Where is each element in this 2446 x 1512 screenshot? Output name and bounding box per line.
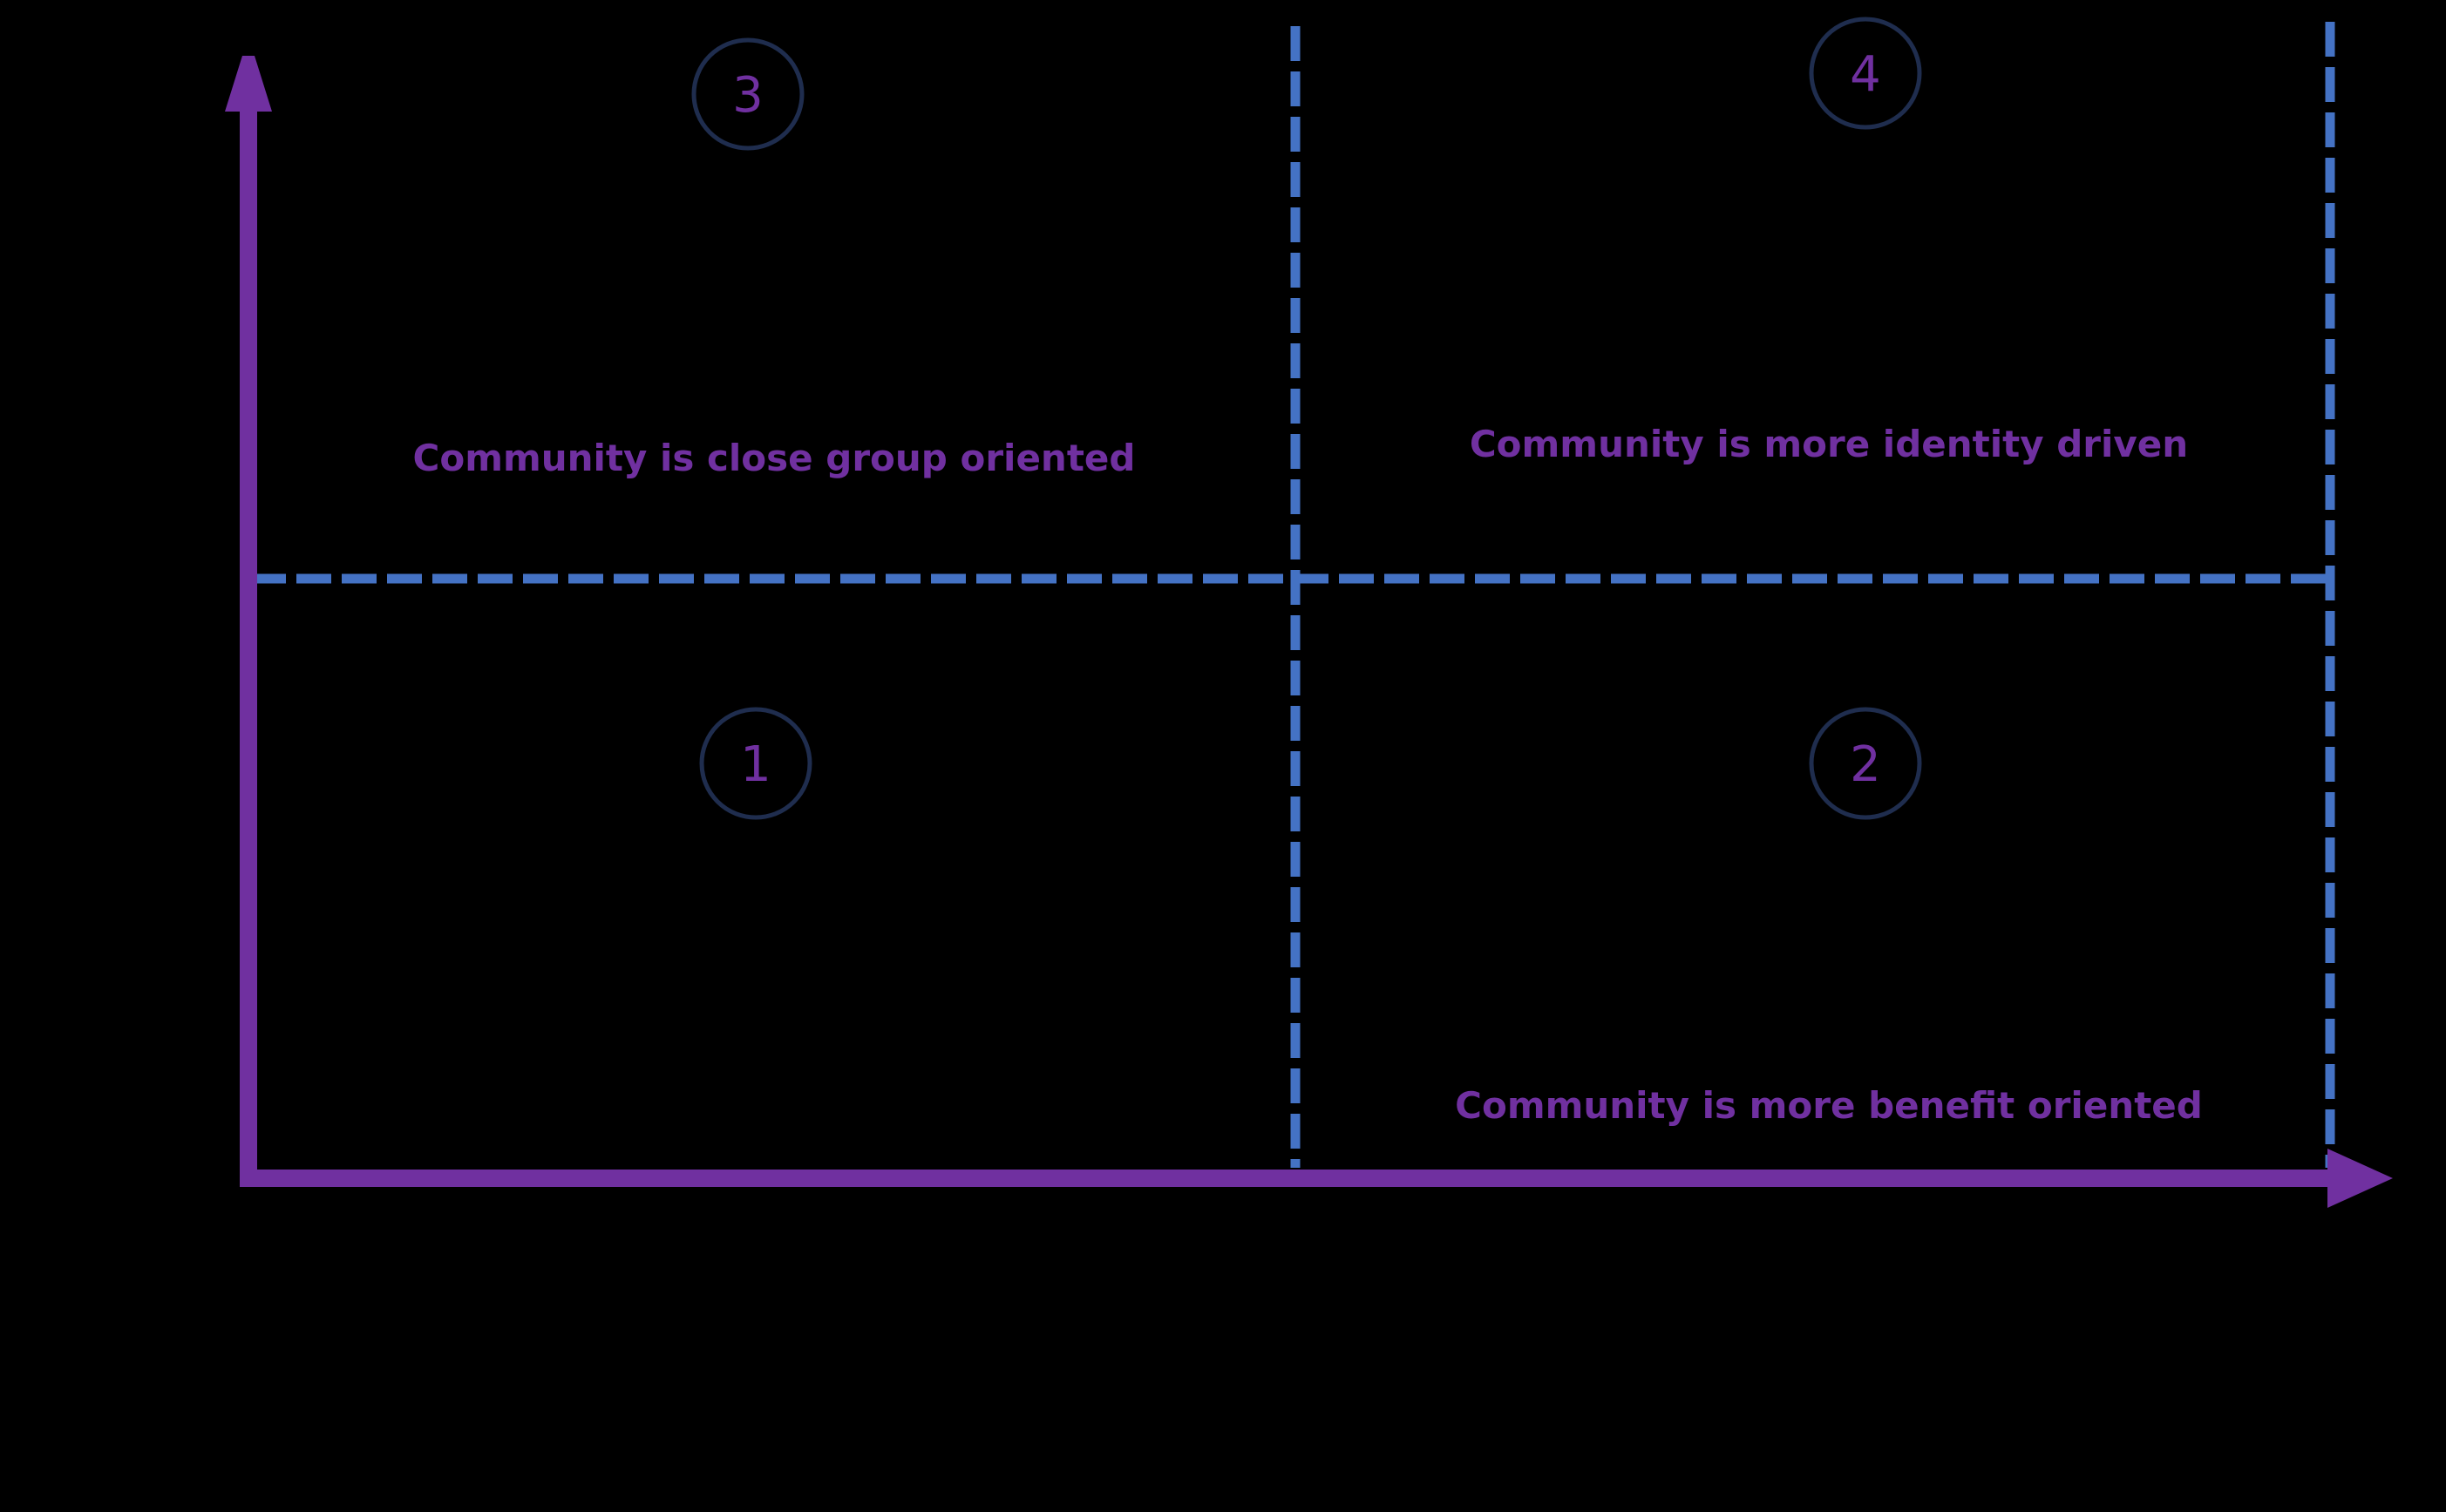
- quadrant-4-circle: [1809, 17, 1922, 130]
- quadrant-4-label: Community is more identity driven: [1470, 423, 2188, 465]
- quadrant-3-label: Community is close group oriented: [413, 437, 1136, 479]
- quadrant-1-circle: [699, 707, 812, 820]
- quadrant-3-marker: 3: [691, 37, 805, 151]
- quadrant-3-circle: [691, 37, 805, 151]
- quadrant-2-number: 2: [1850, 736, 1881, 793]
- x-axis-arrowhead: [2327, 1149, 2393, 1208]
- y-axis-arrowhead: [225, 56, 272, 112]
- quadrant-2-label: Community is more benefit oriented: [1455, 1084, 2203, 1127]
- quadrant-3-number: 3: [732, 67, 764, 124]
- quadrant-2-circle: [1809, 707, 1922, 820]
- quadrant-4-marker: 4: [1809, 17, 1922, 130]
- quadrant-2-marker: 2: [1809, 707, 1922, 820]
- quadrant-4-number: 4: [1850, 46, 1881, 103]
- quadrant-1-number: 1: [740, 736, 771, 793]
- quadrant-1-marker: 1: [699, 707, 812, 820]
